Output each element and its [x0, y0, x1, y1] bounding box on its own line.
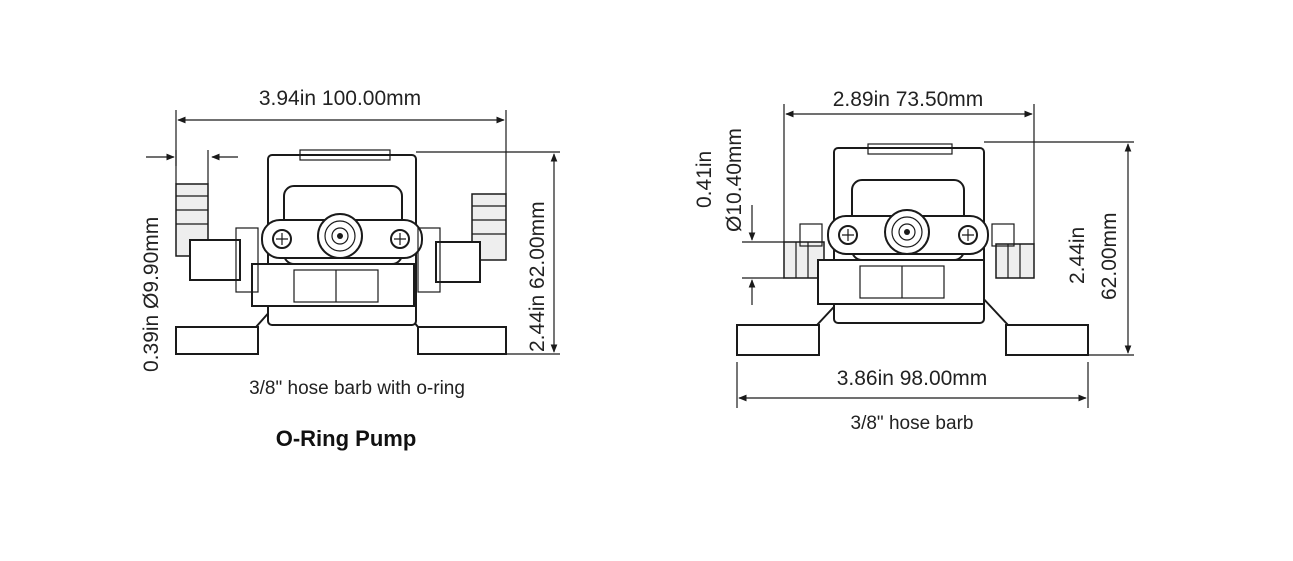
left-pump-head	[235, 149, 441, 326]
right-hose-barb-right	[995, 243, 1035, 279]
right-pump-base	[736, 294, 1089, 356]
left-width-dimension: 3.94in 100.00mm	[175, 87, 507, 194]
right-top-width-label: 2.89in 73.50mm	[833, 88, 984, 111]
right-screw-icon	[838, 225, 858, 245]
right-height-label-line2: 62.00mm	[1098, 212, 1121, 300]
left-title: O-Ring Pump	[276, 426, 417, 451]
left-pump-view: 3.94in 100.00mm 0.39in Ø9.90mm 2.44in 62…	[140, 87, 560, 451]
right-barb-dimension: 0.41in Ø10.40mm	[693, 128, 784, 305]
left-barb-label: 0.39in Ø9.90mm	[140, 217, 163, 372]
right-bottom-width-label: 3.86in 98.00mm	[837, 367, 988, 390]
left-hose-barb-right	[435, 193, 507, 283]
right-top-width-dimension: 2.89in 73.50mm	[783, 88, 1035, 244]
right-pump-head	[799, 143, 1015, 324]
right-pump-view: 2.89in 73.50mm 0.41in Ø10.40mm 2.44in 62…	[693, 88, 1134, 434]
right-screw-icon	[958, 225, 978, 245]
left-hose-barb-left	[175, 183, 241, 281]
right-height-dimension: 2.44in 62.00mm	[984, 141, 1134, 356]
right-barb-label-line2: Ø10.40mm	[723, 128, 746, 232]
left-width-label: 3.94in 100.00mm	[259, 87, 421, 110]
left-caption: 3/8" hose barb with o-ring	[249, 378, 465, 399]
left-barb-dimension: 0.39in Ø9.90mm	[140, 150, 238, 372]
left-screw-icon	[390, 229, 410, 249]
right-height-label-line1: 2.44in	[1066, 227, 1089, 284]
left-height-dimension: 2.44in 62.00mm	[416, 151, 560, 355]
right-caption: 3/8" hose barb	[851, 413, 974, 434]
left-screw-icon	[272, 229, 292, 249]
left-height-label: 2.44in 62.00mm	[526, 201, 549, 352]
right-bottom-width-dimension: 3.86in 98.00mm	[736, 362, 1089, 408]
right-barb-label-line1: 0.41in	[693, 151, 716, 208]
